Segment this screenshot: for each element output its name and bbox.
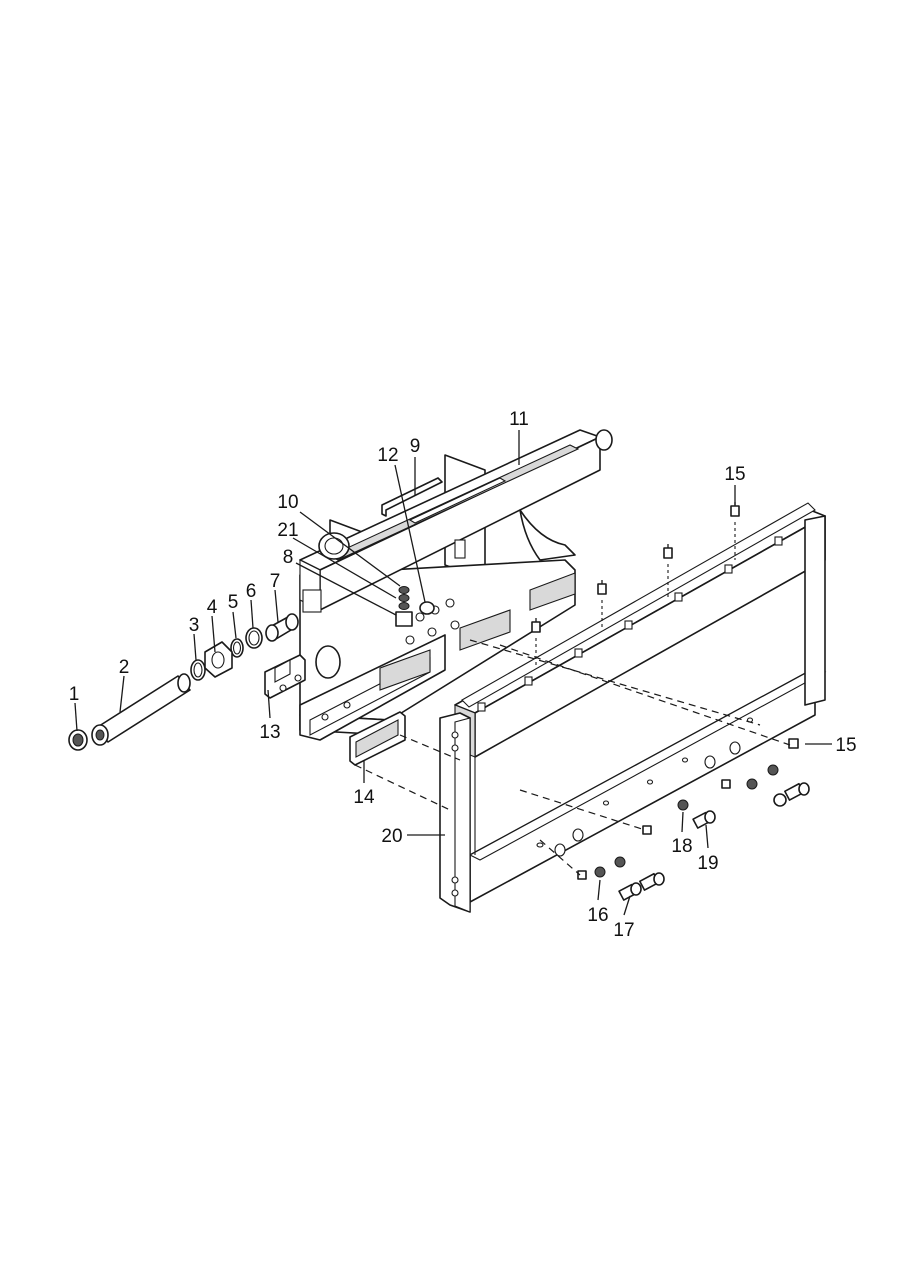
callout-7: 7 xyxy=(270,571,281,592)
callout-10: 10 xyxy=(277,492,298,513)
callout-9: 9 xyxy=(410,436,421,457)
flange-part-4 xyxy=(204,641,233,678)
callout-19: 19 xyxy=(697,853,718,874)
callout-13: 13 xyxy=(259,722,280,743)
callout-3: 3 xyxy=(189,615,200,636)
nut-part-1 xyxy=(68,729,88,751)
callout-15-top: 15 xyxy=(724,464,745,485)
carriage-body xyxy=(299,429,613,741)
clamp-block-part-13 xyxy=(264,654,306,699)
callout-18: 18 xyxy=(671,836,692,857)
callout-14: 14 xyxy=(353,787,375,808)
fitting-part-12 xyxy=(419,601,435,615)
callout-2: 2 xyxy=(119,657,130,678)
bracket-part-9 xyxy=(381,477,443,517)
callout-16: 16 xyxy=(587,905,608,926)
callout-15-right: 15 xyxy=(835,735,856,756)
callout-17: 17 xyxy=(613,920,634,941)
bolts-washers-parts-16-19 xyxy=(577,764,810,901)
leader-lines xyxy=(74,430,832,916)
callout-21: 21 xyxy=(277,520,298,541)
callout-4: 4 xyxy=(207,597,218,618)
callout-20: 20 xyxy=(381,826,402,847)
valve-stack-parts-8-21 xyxy=(395,586,413,627)
callout-labels: 1 2 3 4 5 6 7 8 9 10 11 12 13 14 15 15 1… xyxy=(69,409,857,941)
callout-5: 5 xyxy=(228,592,239,613)
callout-8: 8 xyxy=(283,547,294,568)
callout-6: 6 xyxy=(246,581,257,602)
grease-fittings-part-15 xyxy=(531,502,799,749)
sleeve-part-7 xyxy=(265,613,299,642)
callout-1: 1 xyxy=(69,684,80,705)
rod-part-2 xyxy=(91,673,191,746)
slide-pad-part-14 xyxy=(349,711,406,766)
assembly-lines xyxy=(354,522,791,876)
callout-11: 11 xyxy=(509,409,529,430)
callout-12: 12 xyxy=(377,445,398,466)
